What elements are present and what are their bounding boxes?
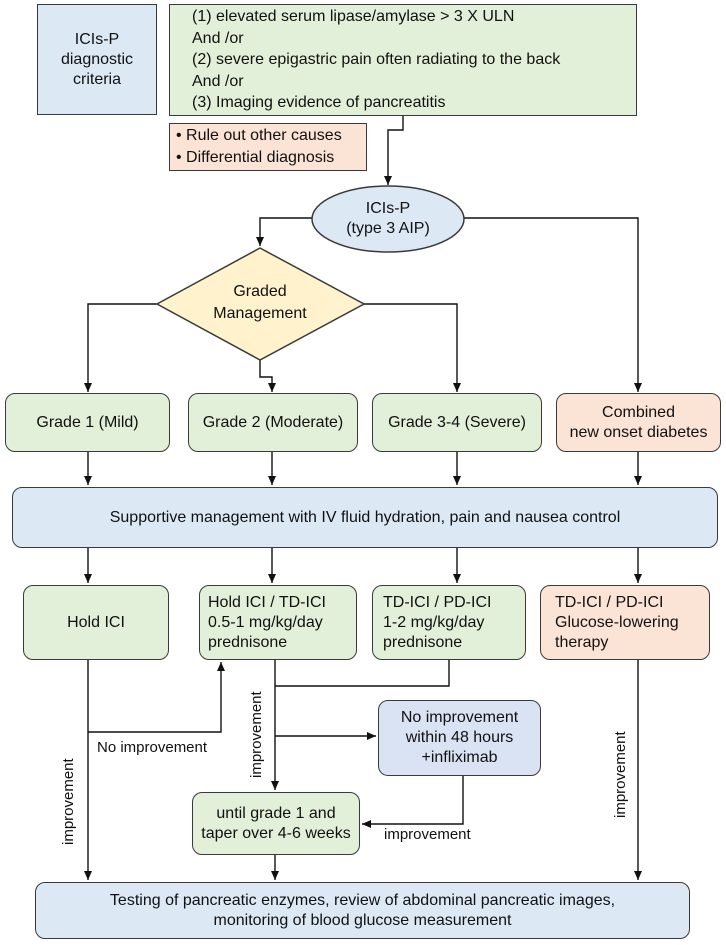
grade-2-text: Grade 2 (Moderate) xyxy=(202,413,344,431)
grade-3-4-treatment-box: TD-ICI / PD-ICI 1-2 mg/kg/day prednisone xyxy=(372,585,526,660)
until-grade-1-text: until grade 1 and taper over 4-6 weeks xyxy=(201,804,351,842)
grade-3-4-text: Grade 3-4 (Severe) xyxy=(388,413,526,431)
grade-2-treatment-text: Hold ICI / TD-ICI 0.5-1 mg/kg/day predni… xyxy=(208,593,326,651)
diabetes-treatment-text: TD-ICI / PD-ICI Glucose-lowering therapy xyxy=(555,593,679,651)
rule-out-list: Rule out other causes Differential diagn… xyxy=(176,125,342,169)
icis-p-text: ICIs-P (type 3 AIP) xyxy=(346,200,430,237)
rule-out-item: Rule out other causes xyxy=(176,125,342,147)
supportive-text: Supportive management with IV fluid hydr… xyxy=(109,508,621,526)
improvement-label-vertical: improvement xyxy=(248,691,265,778)
icis-p-ellipse xyxy=(311,185,465,253)
no-improvement-48h-text: No improvement within 48 hours +inflixim… xyxy=(400,709,519,766)
supportive-box: Supportive management with IV fluid hydr… xyxy=(12,487,718,548)
criteria-box: (1) elevated serum lipase/amylase > 3 X … xyxy=(169,4,637,116)
graded-management-diamond xyxy=(155,247,366,361)
testing-box: Testing of pancreatic enzymes, review of… xyxy=(35,882,690,939)
rule-out-item: Differential diagnosis xyxy=(176,147,342,169)
diabetes-treatment-box: TD-ICI / PD-ICI Glucose-lowering therapy xyxy=(540,585,710,660)
diabetes-box: Combined new onset diabetes xyxy=(556,393,721,452)
grade-2-treatment-box: Hold ICI / TD-ICI 0.5-1 mg/kg/day predni… xyxy=(199,585,357,660)
grade-3-4-box: Grade 3-4 (Severe) xyxy=(372,393,542,452)
criteria-label-text: ICIs-P diagnostic criteria xyxy=(60,30,134,88)
criteria-text: (1) elevated serum lipase/amylase > 3 X … xyxy=(192,8,561,112)
criteria-label-box: ICIs-P diagnostic criteria xyxy=(37,4,157,115)
hold-ici-text: Hold ICI xyxy=(67,613,125,631)
graded-management-text: Graded Management xyxy=(213,283,307,322)
improvement-label-vertical: improvement xyxy=(612,731,629,818)
grade-3-4-treatment-text: TD-ICI / PD-ICI 1-2 mg/kg/day prednisone xyxy=(383,593,492,651)
improvement-label: improvement xyxy=(384,826,471,843)
grade-2-box: Grade 2 (Moderate) xyxy=(188,393,358,452)
hold-ici-box: Hold ICI xyxy=(23,585,169,660)
grade-1-text: Grade 1 (Mild) xyxy=(36,413,139,431)
rule-out-box: Rule out other causes Differential diagn… xyxy=(169,123,367,171)
no-improvement-label: No improvement xyxy=(97,739,208,756)
improvement-label-vertical: improvement xyxy=(60,758,77,845)
diabetes-text: Combined new onset diabetes xyxy=(569,403,708,441)
testing-text: Testing of pancreatic enzymes, review of… xyxy=(109,891,616,929)
until-grade-1-box: until grade 1 and taper over 4-6 weeks xyxy=(192,792,360,855)
grade-1-box: Grade 1 (Mild) xyxy=(5,393,170,452)
no-improvement-48h-box: No improvement within 48 hours +inflixim… xyxy=(378,700,541,776)
